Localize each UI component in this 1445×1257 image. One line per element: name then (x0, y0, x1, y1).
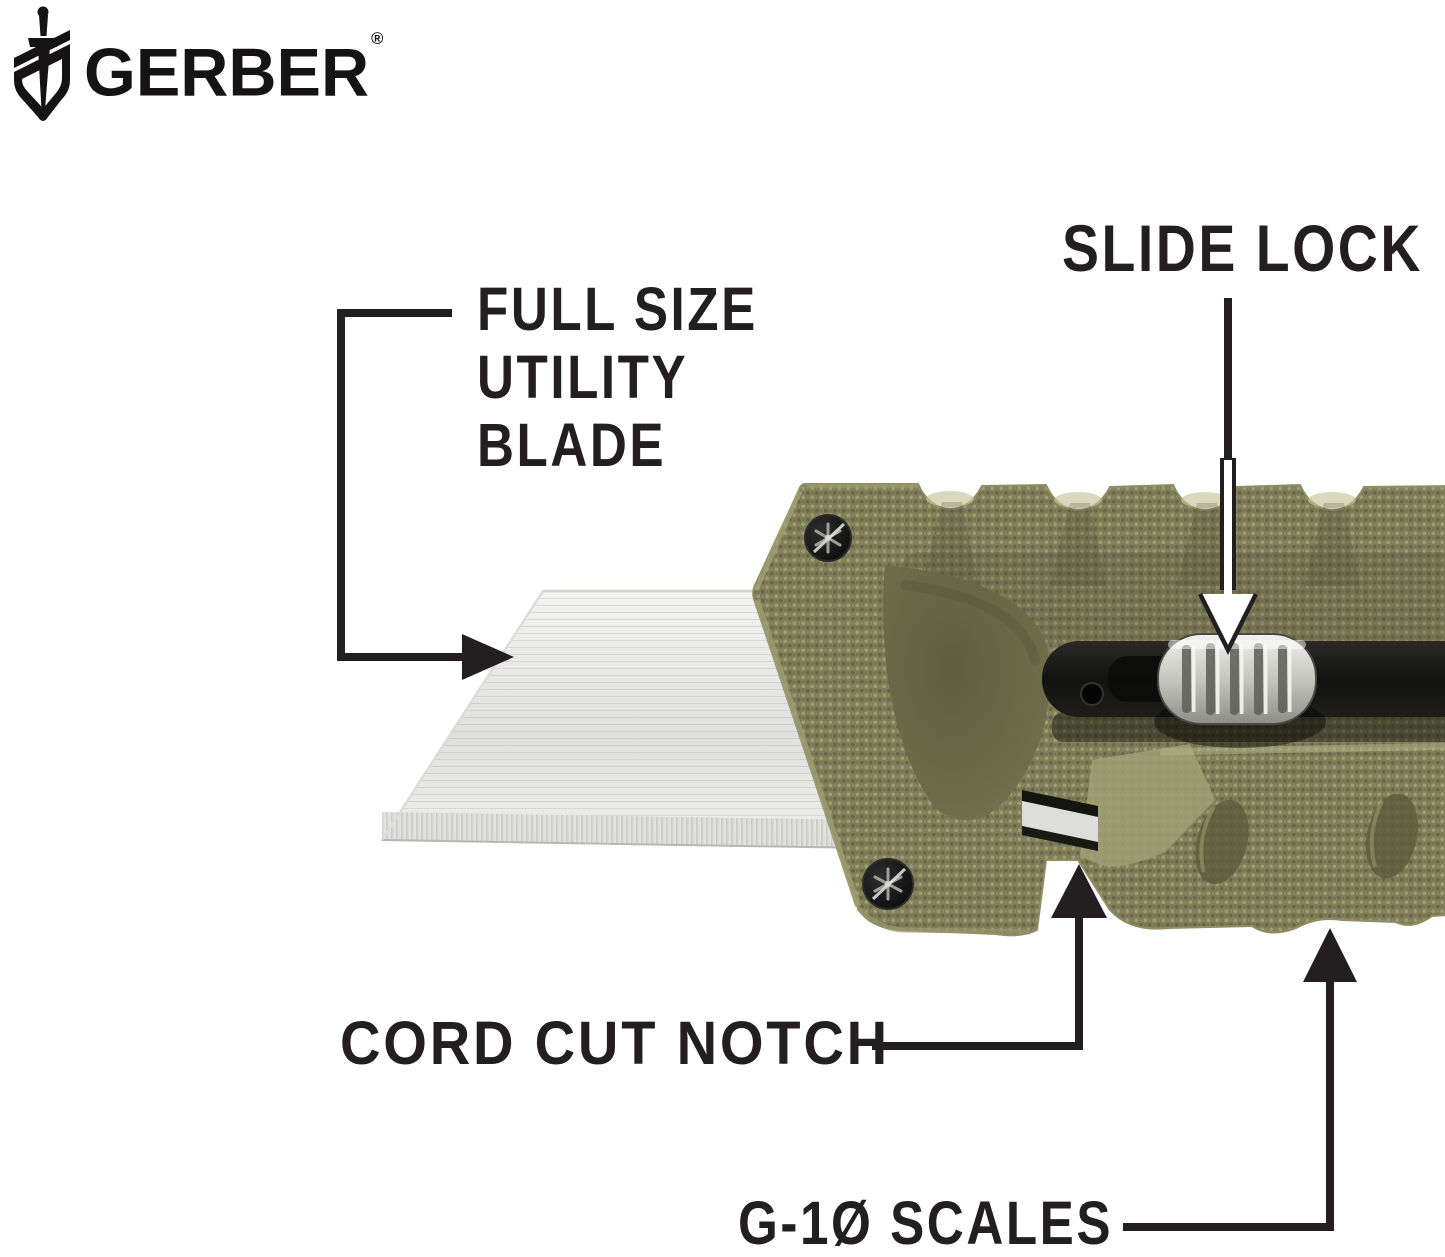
g10-arrowhead (1303, 928, 1357, 982)
thumb-grooves (922, 491, 1360, 586)
brand-header: GERBER® (12, 6, 387, 128)
blade-callout-line (337, 309, 462, 661)
registered-mark: ® (371, 29, 384, 48)
callout-full-size-utility-blade: FULL SIZE UTILITY BLADE (477, 275, 758, 479)
callout-slide-lock: SLIDE LOCK (1062, 211, 1423, 285)
callout-line: FULL SIZE (477, 275, 758, 343)
torx-screw-top (804, 514, 852, 562)
torx-screw-bottom (862, 858, 914, 910)
blade-exit-slot (1022, 790, 1098, 851)
cord-notch-arrowhead (1051, 864, 1107, 918)
gerber-shield-sword-icon (14, 6, 70, 121)
slide-lock-outlined-arrow (1197, 458, 1259, 656)
thumb-recess (883, 565, 1050, 821)
finger-divots (1195, 793, 1419, 885)
callout-cord-cut-notch: CORD CUT NOTCH (340, 1009, 890, 1077)
g10-callout-line (1123, 975, 1334, 1231)
slide-lock-ribs (1168, 640, 1306, 715)
brand-name: GERBER (84, 34, 370, 111)
blade-arrowhead (462, 634, 514, 680)
callout-line: UTILITY (477, 343, 689, 411)
brand-wordmark: GERBER® (84, 29, 383, 107)
callout-line: BLADE (477, 411, 667, 479)
utility-knife (380, 483, 1445, 937)
callout-g10-scales: G-1Ø SCALES (738, 1189, 1114, 1257)
slide-lock-button (1154, 633, 1326, 748)
cord-notch-callout-line (872, 912, 1083, 1050)
